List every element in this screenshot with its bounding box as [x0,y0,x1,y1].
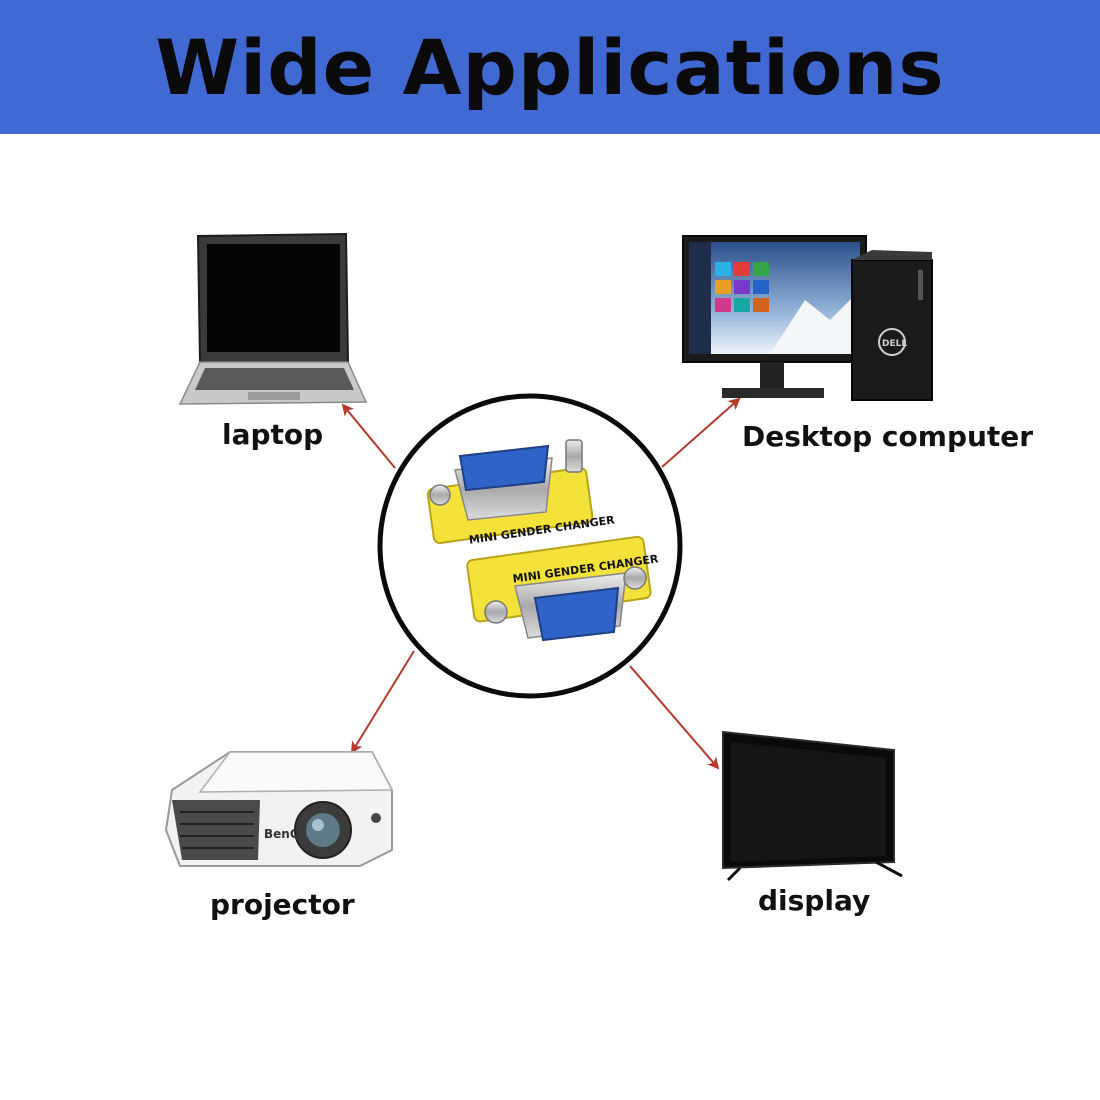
desktop-computer-icon: DELL [682,235,933,401]
projector-brand: BenQ [264,827,300,841]
arrow-to-desktop [661,397,741,468]
gender-changer-circle: MINI GENDER CHANGER MINI GENDER CHANGER [377,393,683,699]
label-projector: projector [210,888,355,921]
label-desktop-computer: Desktop computer [742,420,1034,453]
display-icon [722,730,903,882]
projector-icon: BenQ [164,751,394,867]
desktop-brand: DELL [882,339,907,349]
label-laptop: laptop [222,418,324,451]
arrow-to-projector [350,650,415,754]
laptop-icon [178,232,368,405]
label-display: display [758,884,871,917]
arrow-to-laptop [341,403,396,469]
gender-changer-bottom: MINI GENDER CHANGER [466,535,660,642]
header-banner: Wide Applications [0,0,1100,134]
arrow-to-display [629,665,720,770]
page-title: Wide Applications [155,22,945,112]
